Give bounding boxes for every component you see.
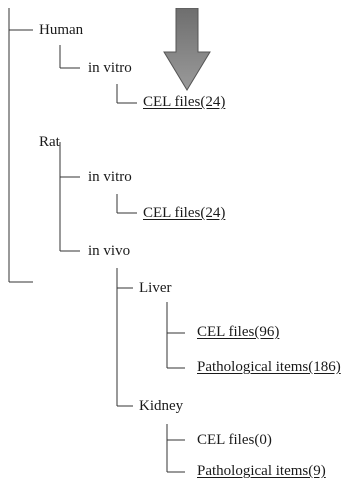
link-liver-pathological-items[interactable]: Pathological items(186) [197,359,341,375]
tree-node-liver[interactable]: Liver [139,280,172,296]
tree-node-rat-in-vivo[interactable]: in vivo [88,243,131,259]
tree-node-rat-in-vitro[interactable]: in vitro [88,169,132,185]
tree-node-kidney[interactable]: Kidney [139,398,184,414]
link-liver-cel-files[interactable]: CEL files(96) [197,324,280,340]
down-arrow-icon [163,8,211,91]
link-rat-in-vitro-cel-files[interactable]: CEL files(24) [143,205,226,221]
tree-node-kidney-cel-files: CEL files(0) [197,432,272,448]
tree-node-rat[interactable]: Rat [39,134,60,150]
link-human-in-vitro-cel-files[interactable]: CEL files(24) [143,94,226,110]
link-kidney-pathological-items[interactable]: Pathological items(9) [197,463,326,479]
tree-node-human[interactable]: Human [39,22,84,38]
tree-node-human-in-vitro[interactable]: in vitro [88,60,132,76]
